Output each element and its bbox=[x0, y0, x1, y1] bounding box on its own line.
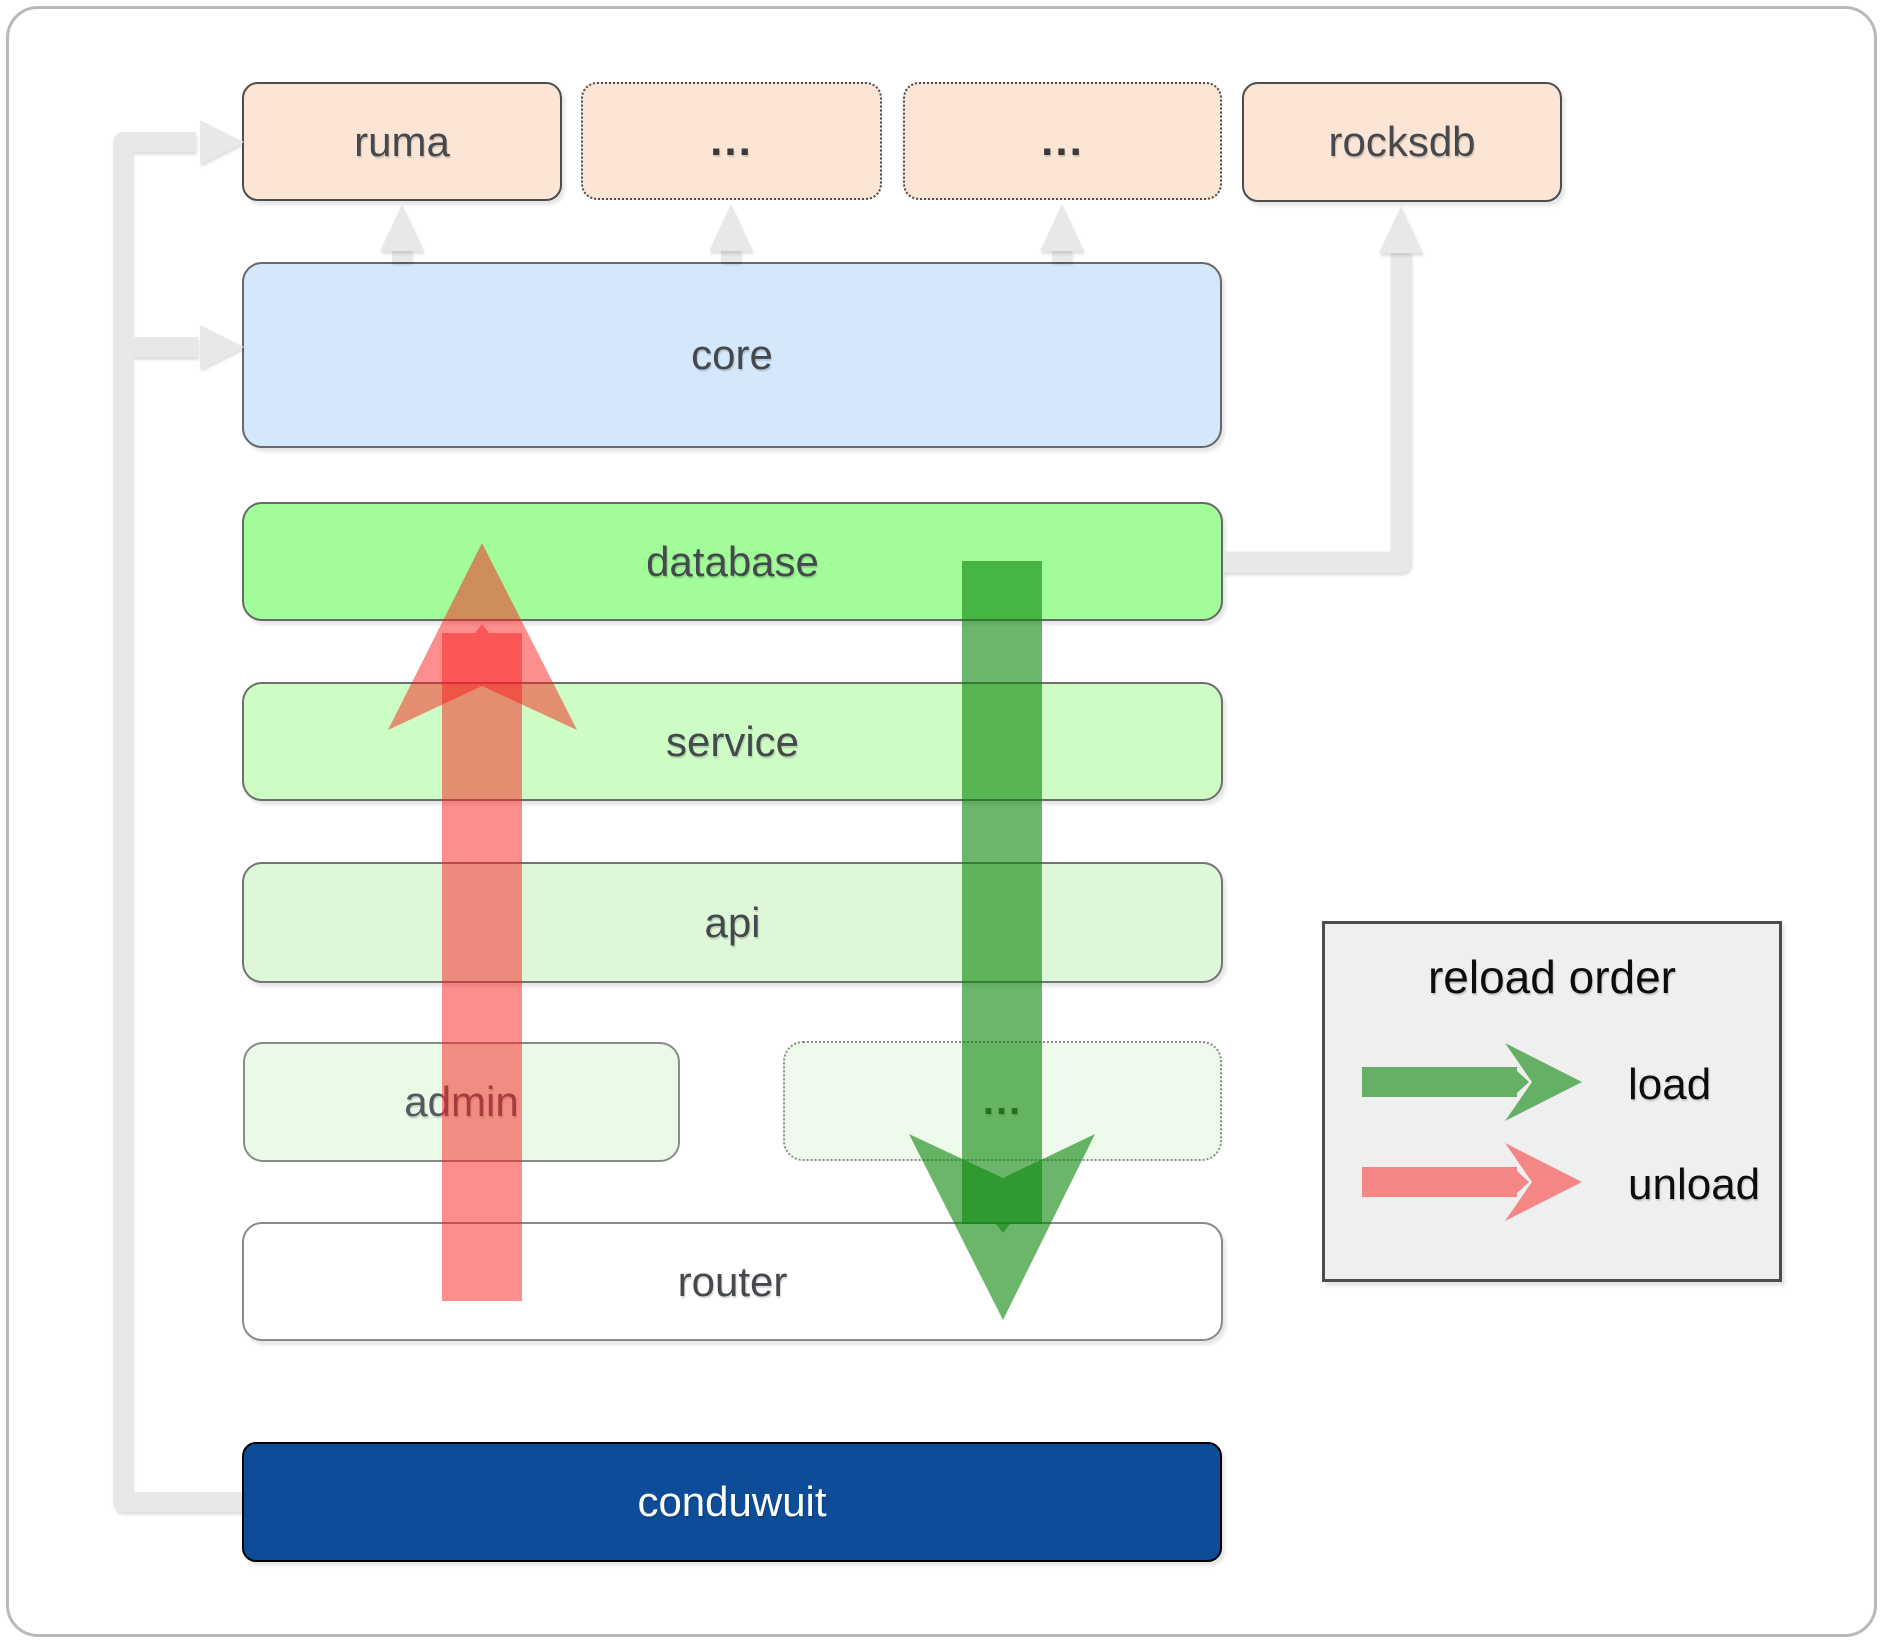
service-box: service bbox=[242, 682, 1223, 801]
ellipsis-label: ... bbox=[982, 1078, 1023, 1123]
database-label: database bbox=[646, 537, 819, 585]
ellipsis-label: ... bbox=[710, 116, 753, 165]
legend-title: reload order bbox=[1427, 951, 1677, 1003]
extension-box-1: ... bbox=[581, 82, 882, 200]
legend-unload-label: unload bbox=[1628, 1160, 1761, 1209]
core-box: core bbox=[242, 262, 1222, 448]
conduwuit-box: conduwuit bbox=[242, 1442, 1222, 1562]
admin-box: admin bbox=[243, 1042, 680, 1162]
rocksdb-box: rocksdb bbox=[1242, 82, 1562, 202]
ellipsis-label: ... bbox=[1041, 116, 1084, 165]
router-box: router bbox=[242, 1222, 1223, 1341]
outer-frame bbox=[6, 6, 1877, 1637]
admin-label: admin bbox=[404, 1078, 519, 1125]
extension-box-2: ... bbox=[903, 82, 1222, 200]
conduwuit-label: conduwuit bbox=[637, 1478, 827, 1525]
legend-panel: reload order load unload bbox=[1322, 921, 1782, 1282]
ruma-label: ruma bbox=[354, 117, 450, 165]
ruma-box: ruma bbox=[242, 82, 562, 201]
api-label: api bbox=[704, 898, 761, 946]
core-label: core bbox=[691, 331, 773, 378]
database-box: database bbox=[242, 502, 1223, 621]
service-label: service bbox=[665, 717, 800, 765]
legend-load-label: load bbox=[1628, 1060, 1712, 1109]
router-label: router bbox=[677, 1257, 788, 1305]
api-box: api bbox=[242, 862, 1223, 983]
rocksdb-label: rocksdb bbox=[1328, 118, 1476, 165]
admin-extension-box: ... bbox=[783, 1041, 1222, 1161]
